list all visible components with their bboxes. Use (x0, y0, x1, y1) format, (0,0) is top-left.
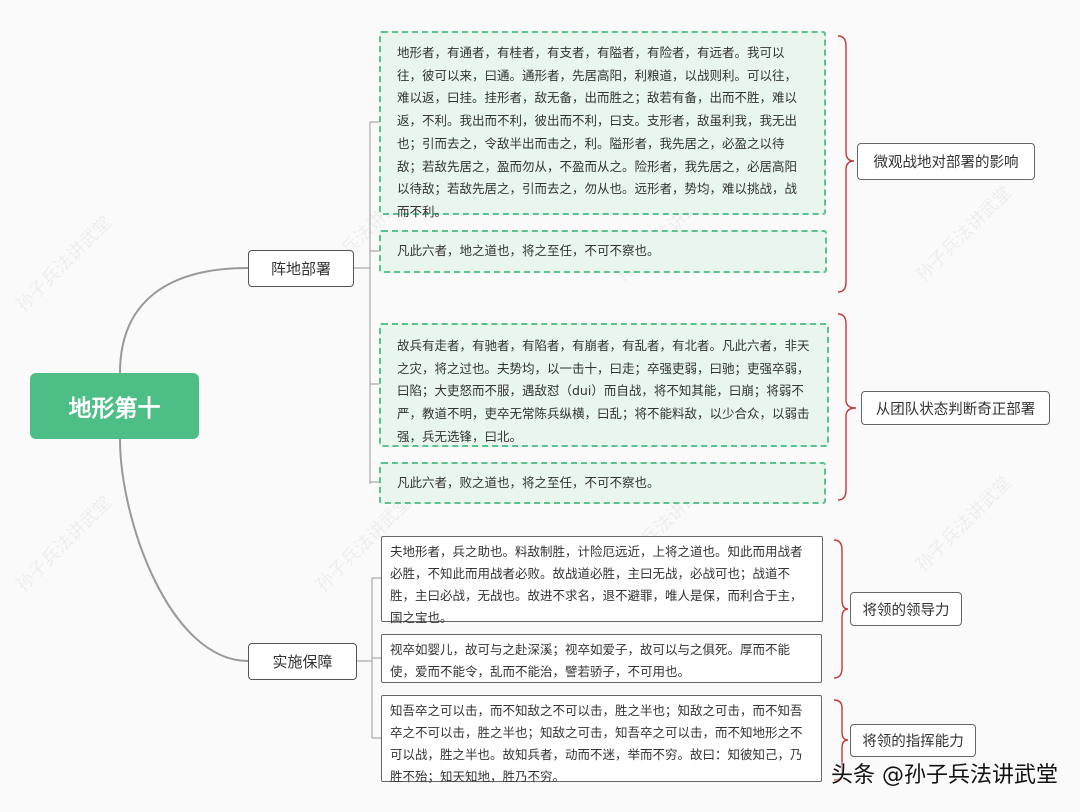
text-box[interactable]: 故兵有走者，有驰者，有陷者，有崩者，有乱者，有北者。凡此六者，非天之灾，将之过也… (379, 323, 829, 447)
text-box[interactable]: 地形者，有通者，有桂者，有支者，有隘者，有险者，有远者。我可以往，彼可以来，曰通… (379, 31, 826, 219)
text-box[interactable]: 凡此六者，败之道也，将之至任，不可不察也。 (379, 462, 826, 504)
text-box[interactable]: 夫地形者，兵之助也。料敌制胜，计险厄远近，上将之道也。知此而用战者必胜，不知此而… (381, 536, 823, 625)
summary-label[interactable]: 将领的领导力 (850, 592, 962, 626)
summary-label[interactable]: 微观战地对部署的影响 (857, 143, 1035, 180)
text-box[interactable]: 凡此六者，地之道也，将之至任，不可不察也。 (379, 230, 827, 273)
root-node[interactable]: 地形第十 (30, 373, 199, 439)
summary-label[interactable]: 将领的指挥能力 (850, 724, 976, 757)
branch-node-assurance[interactable]: 实施保障 (248, 643, 357, 680)
summary-label[interactable]: 从团队状态判断奇正部署 (861, 391, 1050, 425)
text-box[interactable]: 知吾卒之可以击，而不知敌之不可以击，胜之半也；知敌之可击，而不知吾卒之不可以击，… (381, 695, 822, 784)
text-box[interactable]: 视卒如婴儿，故可与之赴深溪；视卒如爱子，故可以与之俱死。厚而不能使，爱而不能令，… (381, 634, 822, 683)
credit-watermark: 头条 @孙子兵法讲武堂 (831, 763, 1058, 788)
branch-node-deployment[interactable]: 阵地部署 (248, 250, 354, 287)
